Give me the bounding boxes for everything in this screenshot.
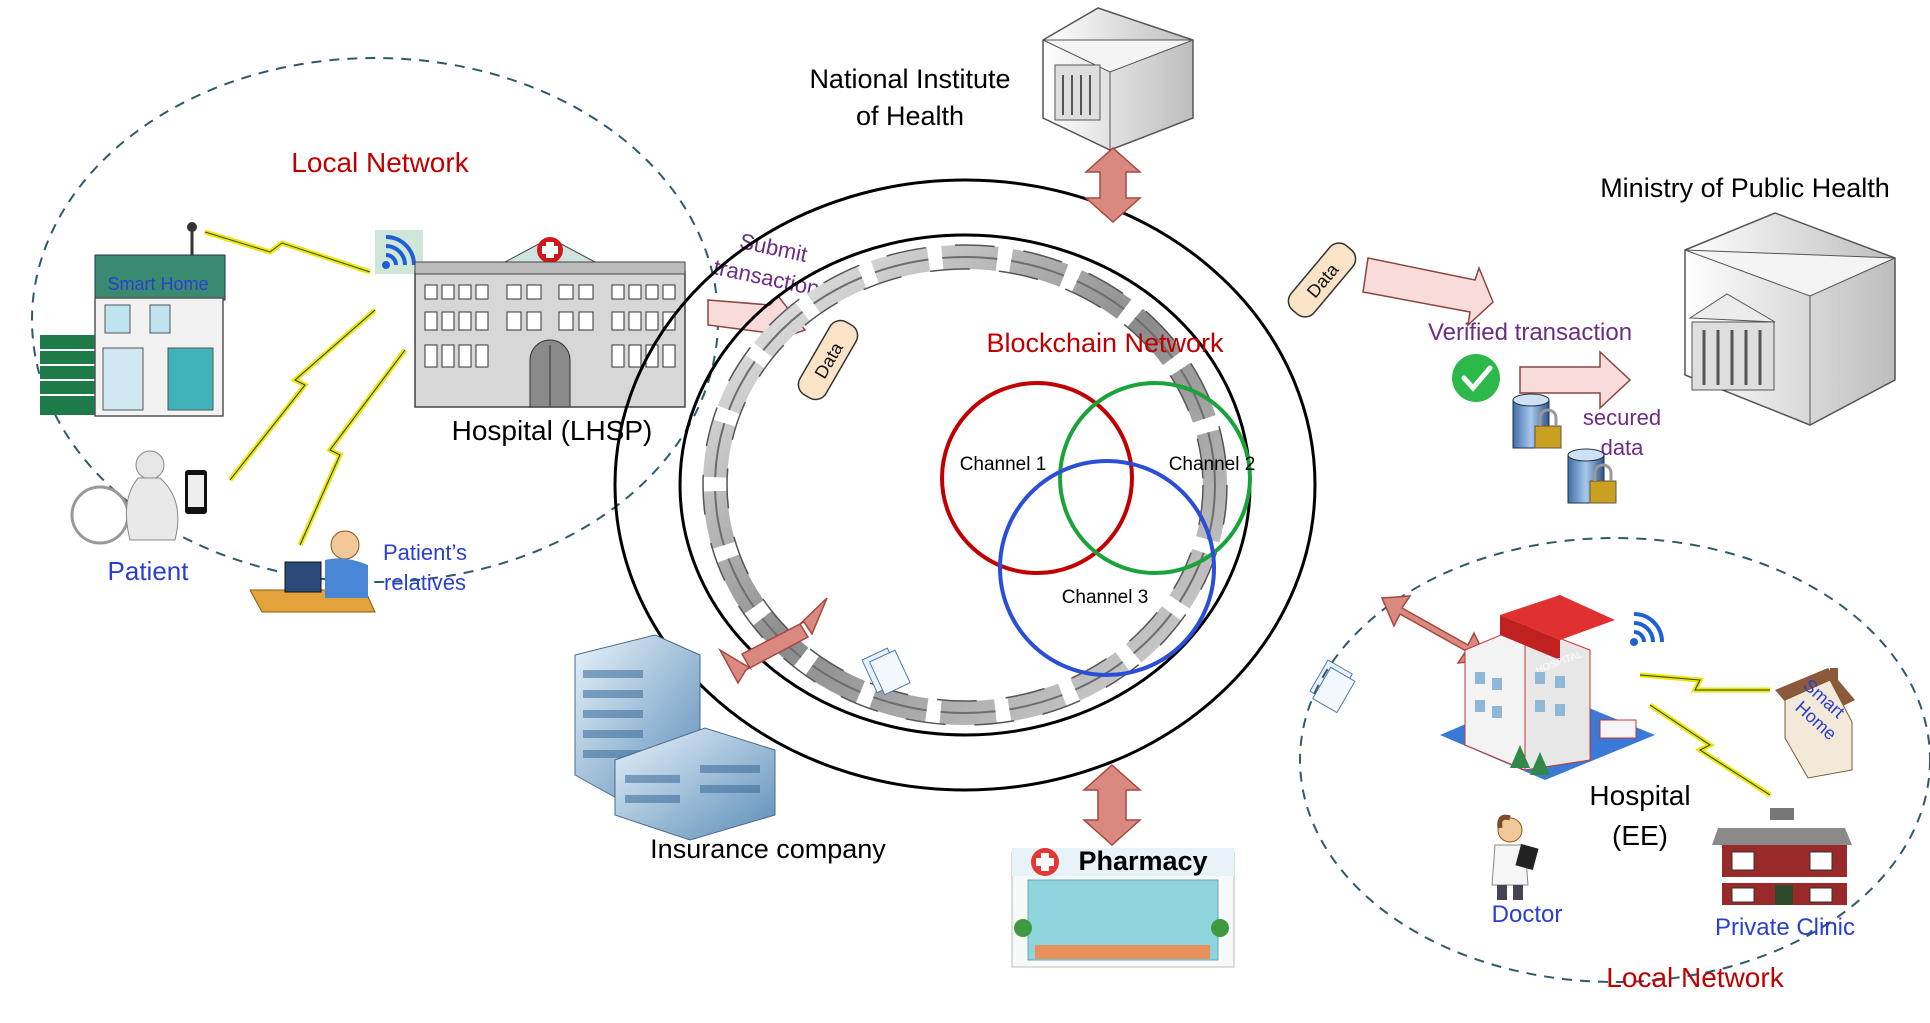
hospital-ee-label-line2: (EE) <box>1612 820 1668 851</box>
secured-label-line1: secured <box>1583 405 1661 430</box>
secured-arrow <box>1519 350 1632 410</box>
document-icon <box>1309 659 1356 714</box>
pharmacy-label: Pharmacy <box>1078 846 1207 876</box>
left-local-network: Local Network Smart Home <box>31 57 719 613</box>
verified-label: Verified transaction <box>1428 319 1632 346</box>
lightning-icon <box>204 229 371 275</box>
lightning-icon <box>297 348 407 547</box>
channel-3-circle <box>998 459 1216 677</box>
secured-label-line2: data <box>1601 435 1645 460</box>
lightning-icon <box>1639 672 1770 693</box>
wifi-icon <box>1630 612 1664 646</box>
relatives-label-line1: Patient’s <box>383 540 467 565</box>
channel-3-label: Channel 3 <box>1062 587 1149 608</box>
nih-building <box>1042 7 1194 151</box>
private-clinic-building <box>1712 808 1852 905</box>
channel-1-label: Channel 1 <box>960 454 1047 475</box>
private-clinic-label: Private Clinic <box>1715 914 1855 941</box>
left-network-title: Local Network <box>291 147 469 178</box>
nih-label-line1: National Institute <box>809 64 1010 94</box>
hospital-ee-building: HOSPITAL <box>1440 595 1655 780</box>
channel-2-circle <box>1058 381 1252 575</box>
verified-arrow <box>1362 257 1494 328</box>
check-icon <box>1452 354 1500 402</box>
right-network-boundary <box>1299 537 1930 983</box>
database-lock-icon <box>1567 448 1617 504</box>
right-local-network: HOSPITAL Smart Home Hospital (EE) <box>1299 537 1930 993</box>
smart-home-left-label: Smart Home <box>107 274 208 294</box>
insurance-arrow <box>718 597 828 685</box>
lightning-icon <box>228 308 377 482</box>
pharmacy-building <box>1011 848 1235 968</box>
nih-arrow <box>1084 146 1142 224</box>
blockchain-title: Blockchain Network <box>986 328 1224 358</box>
channel-2-label: Channel 2 <box>1169 454 1256 475</box>
ministry-title: Ministry of Public Health <box>1600 173 1890 203</box>
database-lock-icon <box>1512 393 1562 449</box>
data-scroll-right: Data <box>1287 242 1357 318</box>
smart-home-right <box>1775 668 1855 779</box>
insurance-label: Insurance company <box>650 834 886 864</box>
patient-label: Patient <box>108 556 190 586</box>
insurance-building <box>574 634 776 841</box>
ministry-building <box>1684 212 1896 426</box>
patient-figure <box>70 450 207 545</box>
nih-label-line2: of Health <box>856 101 964 131</box>
hospital-lhsp-building <box>414 237 686 408</box>
doctor-figure <box>1491 814 1539 900</box>
smart-home-left: Smart Home <box>40 222 226 417</box>
pharmacy-arrow <box>1082 763 1142 847</box>
doctor-label: Doctor <box>1492 901 1563 928</box>
blockchain-core: Blockchain Network Channel 1 Channel 2 C… <box>613 178 1357 792</box>
document-icon <box>861 647 911 696</box>
relatives-figure <box>249 530 376 613</box>
channel-1-circle <box>940 381 1134 575</box>
hospital-ee-label-line1: Hospital <box>1589 780 1690 811</box>
right-network-title: Local Network <box>1606 962 1784 993</box>
relatives-label-line2: relatives <box>384 570 466 595</box>
outer-ring <box>613 178 1317 792</box>
